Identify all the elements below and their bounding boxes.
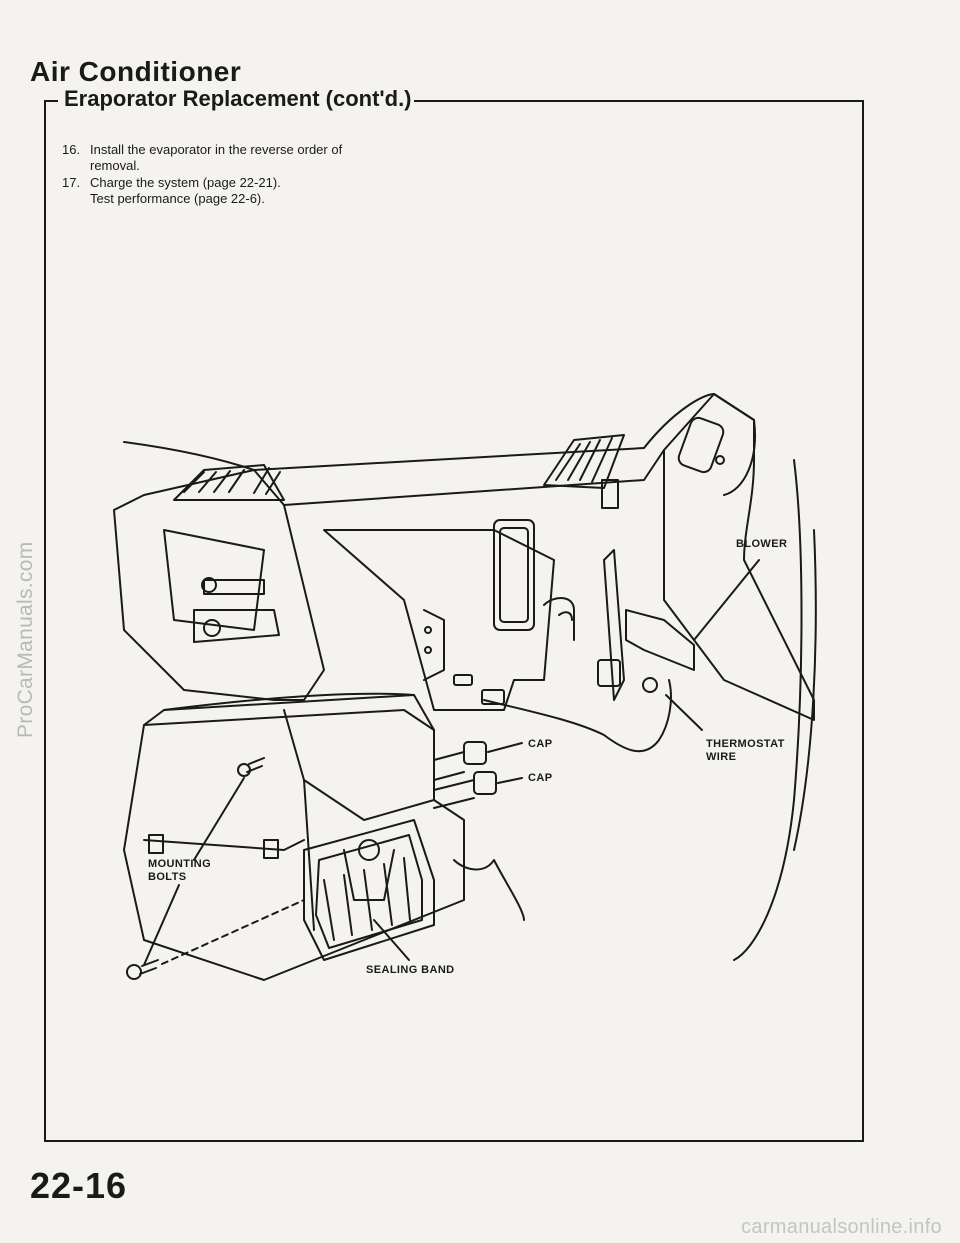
radio-slot (203, 579, 265, 595)
bracket-hole (424, 626, 432, 634)
callout-sealing-band: SEALING BAND (366, 964, 455, 976)
callout-line: MOUNTING (148, 858, 212, 870)
step-text-line: Charge the system (page 22-21). (90, 175, 281, 190)
evaporator-illustration: BLOWER CAP CAP THERMOSTAT WIRE MOUNTING … (104, 380, 844, 1010)
callout-cap-lower: CAP (528, 772, 553, 784)
left-bracket (423, 609, 445, 681)
sealing-band (315, 834, 423, 949)
section-title: Eraporator Replacement (cont'd.) (62, 86, 414, 112)
radio-knob (201, 577, 217, 593)
callout-line: THERMOSTAT (706, 738, 785, 750)
leader-cap-lower (497, 777, 523, 784)
side-panel-opening (677, 416, 725, 474)
step-number: 17. (62, 175, 81, 190)
step-text-line: Test performance (page 22-6). (90, 191, 265, 206)
evaporator-housing (123, 709, 465, 981)
leader-cap-upper (487, 742, 523, 753)
right-vent-louvers (555, 437, 613, 483)
mounting-bolt-lower-head (126, 964, 142, 980)
expansion-valve (343, 849, 395, 901)
step-number: 16. (62, 142, 81, 157)
illustration-drawing (113, 393, 817, 981)
step-text-line: Install the evaporator in the reverse or… (90, 142, 343, 157)
expansion-valve-cap (358, 839, 380, 861)
control-knob (203, 619, 221, 637)
pipe-upper (433, 751, 465, 781)
radio-opening (163, 529, 265, 631)
step-16: 16. Install the evaporator in the revers… (62, 142, 482, 174)
control-panel-opening (193, 609, 280, 643)
wire-grommet (642, 677, 658, 693)
leader-mounting-upper (193, 777, 245, 861)
glovebox-side-panel (663, 393, 815, 721)
callout-mounting-bolts: MOUNTING BOLTS (148, 858, 211, 884)
pipe-lower (433, 779, 475, 809)
door-edge-inner (793, 529, 817, 851)
leader-thermostat (665, 694, 703, 731)
right-vent-frame (543, 434, 625, 489)
housing-strap (143, 839, 305, 851)
cap-lower (473, 771, 497, 795)
upper-bracket (601, 479, 619, 509)
blower-housing-edge (603, 549, 625, 701)
strap-clip (263, 839, 279, 859)
dash-cavity (323, 529, 555, 711)
step-17: 17. Charge the system (page 22-21). Test… (62, 175, 482, 207)
callout-cap-upper: CAP (528, 738, 553, 750)
blower-flange (625, 609, 695, 671)
bracket-hole (424, 646, 432, 654)
mounting-bolt-upper-head (237, 763, 251, 777)
center-vent-frame (173, 464, 285, 501)
wire-connector-small (453, 674, 473, 686)
drain-hose (543, 597, 575, 641)
content-frame (44, 100, 864, 1142)
duct-opening (493, 519, 535, 631)
procedure-steps: 16. Install the evaporator in the revers… (62, 142, 482, 208)
wire-connector-clip (597, 659, 621, 687)
left-console-body (113, 504, 325, 701)
page-title: Air Conditioner (30, 56, 242, 87)
duct-opening-inner (499, 527, 529, 623)
mounting-bolt-lower (139, 959, 159, 975)
floor-duct (453, 859, 525, 921)
evaporator-top-lip (143, 694, 435, 731)
leader-blower (693, 559, 760, 641)
wire-connector (481, 689, 505, 705)
dashboard-left-edge (113, 469, 255, 511)
evaporator-top-curve (163, 692, 415, 711)
bolt-alignment-line (161, 899, 305, 965)
step-text-line: removal. (90, 158, 140, 173)
callout-blower: BLOWER (736, 538, 788, 550)
dashboard-top-edge (123, 393, 756, 496)
strap-clip (148, 834, 164, 854)
evaporator-middle-seam (283, 709, 435, 821)
evaporator-core (303, 819, 435, 961)
callout-line: BOLTS (148, 871, 187, 883)
callout-thermostat-wire: THERMOSTAT WIRE (706, 738, 785, 764)
callout-line: WIRE (706, 751, 737, 763)
center-vent-louvers (183, 467, 281, 495)
side-panel-hole (715, 455, 725, 465)
content-frame-top (44, 100, 862, 102)
side-watermark: ProCarManuals.com (14, 541, 37, 739)
page-number: 22-16 (30, 1165, 128, 1206)
leader-mounting-lower (143, 884, 180, 966)
leader-sealing-band (373, 919, 410, 961)
footer-watermark: carmanualsonline.info (741, 1216, 942, 1238)
thermostat-wire (483, 679, 672, 753)
evaporator-front-edge (303, 779, 315, 931)
door-edge-line (733, 459, 803, 961)
cap-upper (463, 741, 487, 765)
